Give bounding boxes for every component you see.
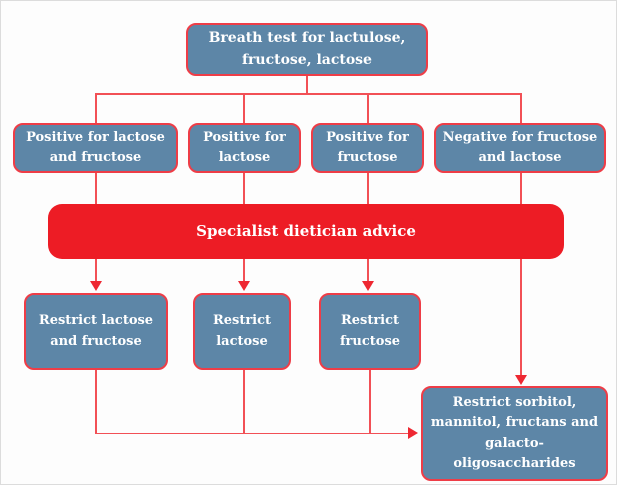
connector-res-l-rail [243, 370, 245, 434]
connector-dietician-res-l [243, 259, 245, 282]
node-restrict-fructose: Restrict fructose [319, 293, 421, 370]
connector-drop-pos-l [243, 93, 245, 124]
arrowhead-res-sorb-top [515, 375, 527, 385]
node-positive-fructose: Positive for fructose [311, 123, 424, 173]
node-breath-test: Breath test for lactulose, fructose, lac… [186, 23, 428, 76]
connector-bottom-rail [95, 432, 409, 434]
arrowhead-res-lf [90, 281, 102, 291]
node-restrict-lactose: Restrict lactose [193, 293, 291, 370]
connector-res-lf-rail [95, 370, 97, 434]
connector-res-f-rail [369, 370, 371, 434]
connector-dietician-res-lf [95, 259, 97, 282]
connector-drop-pos-f [367, 93, 369, 124]
connector-pos-f-dietician [367, 171, 369, 205]
node-negative-fructose-lactose: Negative for fructose and lactose [434, 123, 606, 173]
node-restrict-lactose-fructose: Restrict lactose and fructose [24, 293, 168, 370]
arrowhead-res-f [362, 281, 374, 291]
node-positive-lactose-fructose: Positive for lactose and fructose [13, 123, 178, 173]
arrowhead-res-l [238, 281, 250, 291]
connector-pos-lf-dietician [95, 171, 97, 205]
node-restrict-sorbitol: Restrict sorbitol, mannitol, fructans an… [421, 386, 608, 481]
arrowhead-res-sorb-left [408, 427, 418, 439]
connector-pos-l-dietician [243, 171, 245, 205]
connector-dietician-res-f [367, 259, 369, 282]
connector-drop-neg-fl [520, 93, 522, 124]
connector-top-rail [95, 93, 521, 95]
connector-root-stem [306, 76, 308, 94]
connector-drop-pos-lf [95, 93, 97, 124]
connector-neg-fl-res-sorb [520, 171, 522, 377]
node-specialist-dietician-advice: Specialist dietician advice [48, 204, 564, 259]
node-positive-lactose: Positive for lactose [188, 123, 301, 173]
